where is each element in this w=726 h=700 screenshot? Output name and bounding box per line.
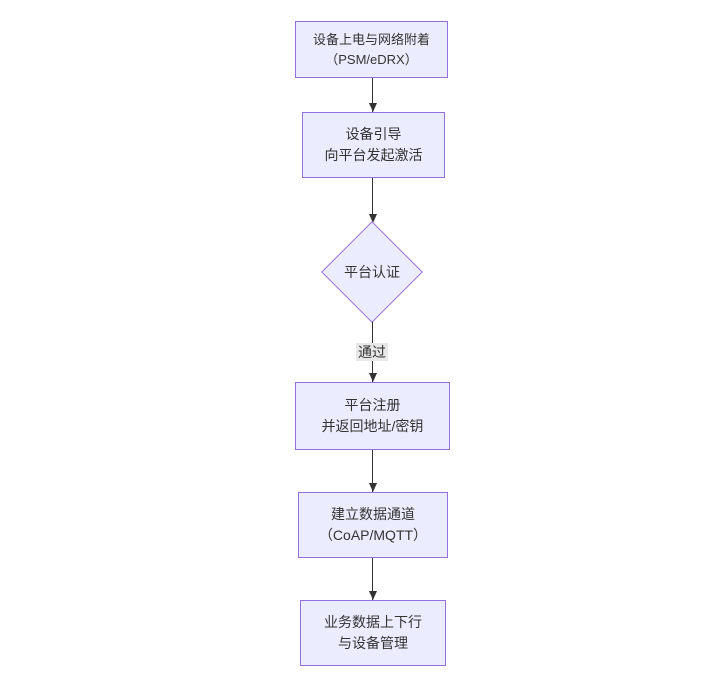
- node-label-line: 并返回地址/密钥: [321, 418, 424, 434]
- node-label-line: 建立数据通道: [331, 506, 415, 522]
- arrowhead-down-icon: [368, 483, 377, 492]
- node-label-line: 向平台发起激活: [324, 147, 423, 163]
- node-device-bootstrap: 设备引导 向平台发起激活: [302, 112, 445, 178]
- node-label-line: 与设备管理: [338, 635, 408, 651]
- node-device-power-on-attach: 设备上电与网络附着 （PSM/eDRX）: [295, 21, 448, 78]
- node-label-line: （PSM/eDRX）: [325, 51, 418, 67]
- arrowhead-down-icon: [368, 591, 377, 600]
- node-label-line: 业务数据上下行: [324, 614, 422, 630]
- flow-arrow-4: [368, 450, 377, 492]
- flow-arrow-2: [368, 178, 377, 223]
- node-label-line: 设备引导: [345, 126, 402, 142]
- arrowhead-down-icon: [368, 103, 377, 112]
- node-data-channel: 建立数据通道 （CoAP/MQTT）: [298, 492, 448, 558]
- node-platform-register: 平台注册 并返回地址/密钥: [295, 382, 450, 450]
- node-label-line: 设备上电与网络附着: [312, 31, 430, 47]
- arrowhead-down-icon: [368, 214, 377, 223]
- flow-arrow-5: [368, 558, 377, 600]
- node-platform-auth-decision: 平台认证: [321, 221, 423, 323]
- node-business-data-mgmt: 业务数据上下行 与设备管理: [300, 600, 446, 666]
- node-label-line: 平台注册: [344, 397, 401, 413]
- node-label-line: （CoAP/MQTT）: [318, 527, 428, 543]
- node-label-line: 平台认证: [344, 264, 400, 280]
- arrowhead-down-icon: [368, 373, 377, 382]
- edge-label-pass: 通过: [356, 343, 388, 361]
- flow-arrow-1: [368, 78, 377, 112]
